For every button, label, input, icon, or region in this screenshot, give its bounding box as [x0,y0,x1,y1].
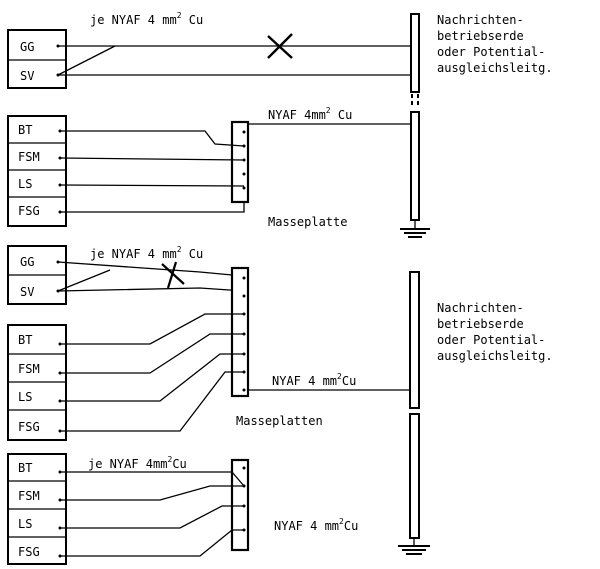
wire-gg-2 [57,261,244,276]
note-bottom-line2: betriebserde [437,317,524,331]
box-label-sv: SV [20,69,34,83]
section5-cable-label: je NYAF 4mm2Cu [88,455,187,471]
section2-box-group [7,115,67,227]
section4: BT FSM LS FSG NYAF 4 mm2Cu Masseplatten [7,266,412,441]
box-label-fsg: FSG [18,204,40,218]
wire-sv-2 [57,287,245,292]
section2-cable-label: NYAF 4mm2 Cu [268,106,352,122]
box-label-fsg-3: FSG [18,545,40,559]
box-label-ls-2: LS [18,390,32,404]
box-label-fsm-2: FSM [18,362,40,376]
wire-sv-bridge [57,45,116,76]
earth-bar-segment-lower [410,111,420,221]
earth-bar-bottom: Nachrichten- betriebserde oder Potential… [398,271,553,555]
box-label-fsm: FSM [18,150,40,164]
earth-bar-top: Nachrichten- betriebserde oder Potential… [400,13,553,238]
section4-plate-label: Masseplatten [236,414,323,428]
box-label-sv-2: SV [20,285,34,299]
section3-cable-label: je NYAF 4 mm2 Cu [90,245,203,261]
note-top-line3: oder Potential- [437,45,545,59]
section2: BT FSM LS FSG NYAF 4mm2 Cu Masseplatte [7,106,412,229]
section5-cable2-label: NYAF 4 mm2Cu [274,517,358,533]
note-bottom-line4: ausgleichsleitg. [437,349,553,363]
box-label-gg-2: GG [20,255,34,269]
masseplatte [230,120,250,204]
section2-plate-label: Masseplatte [268,215,347,229]
earth-bar-bottom-lower [409,413,420,539]
note-bottom-line3: oder Potential- [437,333,545,347]
box-label-ls: LS [18,177,32,191]
box-label-fsg-2: FSG [18,420,40,434]
masseplatten [230,266,250,398]
note-bottom-line1: Nachrichten- [437,301,524,315]
box-label-gg: GG [20,40,34,54]
earth-bar-bottom-upper [409,271,420,409]
note-top-line1: Nachrichten- [437,13,524,27]
box-label-bt-2: BT [18,333,32,347]
note-top-line4: ausgleichsleitg. [437,61,553,75]
section4-cable-label: NYAF 4 mm2Cu [272,372,356,388]
note-top-line2: betriebserde [437,29,524,43]
section1-cable-label: je NYAF 4 mm2 Cu [90,11,203,27]
section1: GG SV je NYAF 4 mm2 Cu [7,11,412,89]
section5: BT FSM LS FSG je NYAF 4mm2Cu NYAF 4 mm2C… [7,453,358,565]
box-label-bt-3: BT [18,461,32,475]
box-label-fsm-3: FSM [18,489,40,503]
box-label-bt: BT [18,123,32,137]
earth-bar-segment-upper [410,13,420,93]
section3: GG SV je NYAF 4 mm2 Cu [7,245,245,305]
masseplatte-3 [230,458,250,552]
box-label-ls-3: LS [18,517,32,531]
section1-box-group [7,29,67,89]
